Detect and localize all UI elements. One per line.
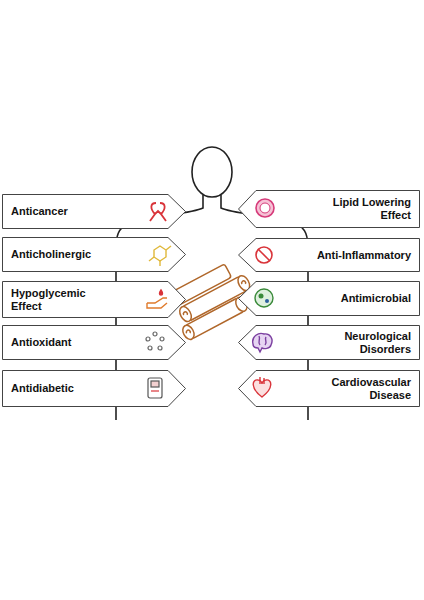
effect-label: Anticholinergic [11,248,111,261]
microbe-globe-icon [255,289,273,307]
arrow-label-box: Anti-Inflammatory [238,238,420,272]
pentagon-arrow-shape [239,282,420,316]
effect-label: Lipid Lowering Effect [306,196,411,222]
glucose-meter-icon [148,378,162,398]
pentagon-arrow-shape [3,238,186,272]
arrow-label-box: Cardiovascular Disease [238,370,420,407]
arrow-label-box: Antidiabetic [2,370,186,407]
pentagon-arrow-shape [239,191,420,228]
effect-label: Hypoglycemic Effect [11,287,111,313]
arrow-label-box: Neurological Disorders [238,325,420,360]
molecule-icon [149,246,171,266]
pentagon-arrow-shape [3,282,186,318]
pentagon-arrow-shape [3,371,186,407]
effect-label: Antidiabetic [11,382,111,395]
pentagon-arrow-shape [239,371,420,407]
arrow-label-box: Anticancer [2,194,186,229]
arrow-label-box: Lipid Lowering Effect [238,190,420,228]
pentagon-arrow-shape [239,326,420,360]
lipid-circle-icon [256,199,274,217]
arrow-label-box: Hypoglycemic Effect [2,281,186,318]
effect-label: Cardiovascular Disease [306,376,411,402]
no-inflammation-icon [256,247,272,263]
hand-drop-icon [147,290,167,308]
arrow-label-box: Antioxidant [2,325,186,360]
ribbon-icon [150,203,166,221]
heart-icon [253,377,271,397]
pentagon-arrow-shape [3,326,186,360]
effect-label: Antioxidant [11,336,111,349]
effect-label: Anti-Inflammatory [306,249,411,262]
antioxidant-ring-icon [146,332,164,350]
effect-label: Antimicrobial [306,292,411,305]
brain-icon [253,333,272,352]
effect-label: Neurological Disorders [306,330,411,356]
pentagon-arrow-shape [239,239,420,272]
pentagon-arrow-shape [3,195,186,229]
effect-label: Anticancer [11,205,111,218]
arrow-label-box: Anticholinergic [2,237,186,272]
arrow-label-box: Antimicrobial [238,281,420,316]
